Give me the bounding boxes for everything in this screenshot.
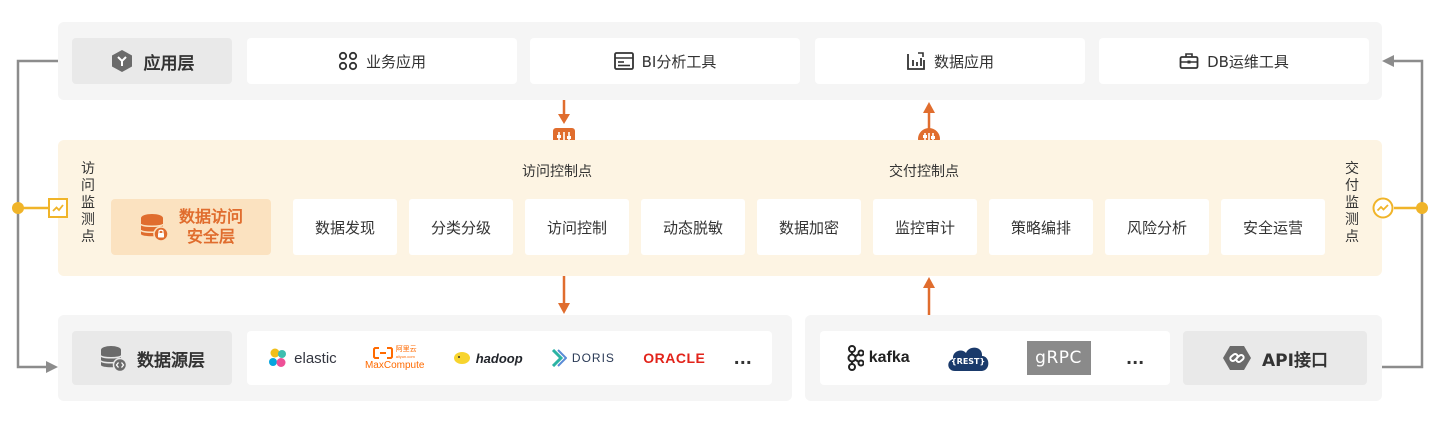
doris-text: DORIS	[571, 351, 615, 365]
maxcompute-text: MaxCompute	[364, 359, 425, 371]
delivery-control-label: 交付控制点	[889, 164, 959, 180]
database-code-icon	[99, 344, 127, 372]
security-item-encryption[interactable]: 数据加密	[757, 199, 861, 255]
oracle-logo: ORACLE	[643, 350, 706, 366]
monitor-left-label: 访 问 监 测 点	[80, 161, 96, 246]
kafka-icon	[847, 345, 864, 371]
access-control-label: 访问控制点	[522, 164, 592, 180]
app-item-label: DB运维工具	[1207, 52, 1289, 71]
app-item-label: 数据应用	[933, 52, 994, 71]
monitor-left-char: 访	[81, 161, 95, 177]
monitor-left-icon	[48, 198, 68, 218]
security-item-classification[interactable]: 分类分级	[409, 199, 513, 255]
app-item-label: 业务应用	[365, 52, 426, 71]
security-item-operations[interactable]: 安全运营	[1221, 199, 1325, 255]
data-source-logos: elastic 阿里云 aliyun.com MaxCompute hadoop…	[247, 331, 772, 385]
security-item-access-control[interactable]: 访问控制	[525, 199, 629, 255]
doris-icon	[551, 349, 567, 367]
security-item-audit[interactable]: 监控审计	[873, 199, 977, 255]
security-title-line1: 数据访问	[178, 207, 243, 226]
elastic-logo: elastic	[267, 347, 337, 369]
security-layer-title: 数据访问 安全层	[111, 199, 271, 255]
hadoop-text: hadoop	[475, 350, 523, 366]
kafka-text: kafka	[868, 349, 910, 366]
doris-logo: DORIS	[551, 349, 615, 367]
monitor-left-char: 测	[81, 212, 95, 228]
security-layer-title-text: 数据访问 安全层	[179, 207, 243, 247]
grpc-logo: gRPC	[1026, 341, 1091, 375]
app-item-bi[interactable]: BI分析工具	[530, 38, 800, 84]
grpc-text: gRPC	[1035, 348, 1082, 368]
monitor-left-char: 点	[81, 229, 95, 245]
aliyun-domain-text: aliyun.com	[395, 353, 415, 359]
api-logos: kafka {REST} gRPC ...	[820, 331, 1170, 385]
bar-chart-icon	[906, 51, 926, 71]
monitor-right-char: 交	[1345, 161, 1359, 177]
app-layer-label: 应用层	[143, 53, 195, 74]
security-item-dynamic-masking[interactable]: 动态脱敏	[641, 199, 745, 255]
monitor-right-icon	[1372, 197, 1394, 219]
hadoop-elephant-icon	[453, 352, 470, 364]
monitor-left-char: 问	[81, 178, 95, 194]
app-item-data-app[interactable]: 数据应用	[815, 38, 1085, 84]
maxcompute-logo: 阿里云 aliyun.com MaxCompute	[365, 346, 424, 371]
hadoop-logo: hadoop	[453, 351, 523, 366]
app-item-label: BI分析工具	[641, 52, 717, 71]
api-layer-title: API接口	[1183, 331, 1367, 385]
security-item-policy[interactable]: 策略编排	[989, 199, 1093, 255]
monitor-right-label: 交 付 监 测 点	[1344, 161, 1360, 246]
more-sources: ...	[733, 348, 752, 368]
link-icon	[1222, 345, 1252, 371]
security-title-line2: 安全层	[186, 227, 235, 246]
aliyun-icon	[372, 346, 393, 359]
monitor-right-char: 监	[1345, 195, 1359, 211]
data-source-title: 数据源层	[72, 331, 232, 385]
monitor-right-char: 付	[1345, 178, 1359, 194]
toolbox-icon	[1179, 52, 1199, 70]
kafka-logo: kafka	[846, 345, 910, 371]
cloud-icon	[948, 347, 989, 371]
elastic-text: elastic	[294, 349, 337, 367]
aliyun-cn-text: 阿里云	[395, 345, 417, 353]
app-layer-title: 应用层	[72, 38, 232, 84]
more-apis: ...	[1126, 348, 1145, 368]
rest-logo: {REST}	[945, 343, 991, 373]
grid-circles-icon	[338, 51, 358, 71]
elastic-icon	[269, 348, 287, 367]
security-item-risk[interactable]: 风险分析	[1105, 199, 1209, 255]
app-item-db-ops[interactable]: DB运维工具	[1099, 38, 1369, 84]
monitor-right-char: 点	[1345, 229, 1359, 245]
monitor-left-char: 监	[81, 195, 95, 211]
app-item-business[interactable]: 业务应用	[247, 38, 517, 84]
security-item-discovery[interactable]: 数据发现	[293, 199, 397, 255]
monitor-right-char: 测	[1345, 212, 1359, 228]
database-lock-icon	[139, 212, 169, 242]
api-layer-label: API接口	[1262, 350, 1328, 371]
hexagon-icon	[110, 49, 134, 73]
data-source-label: 数据源层	[137, 350, 205, 371]
dashboard-icon	[613, 52, 634, 70]
rest-text: {REST}	[950, 357, 986, 366]
